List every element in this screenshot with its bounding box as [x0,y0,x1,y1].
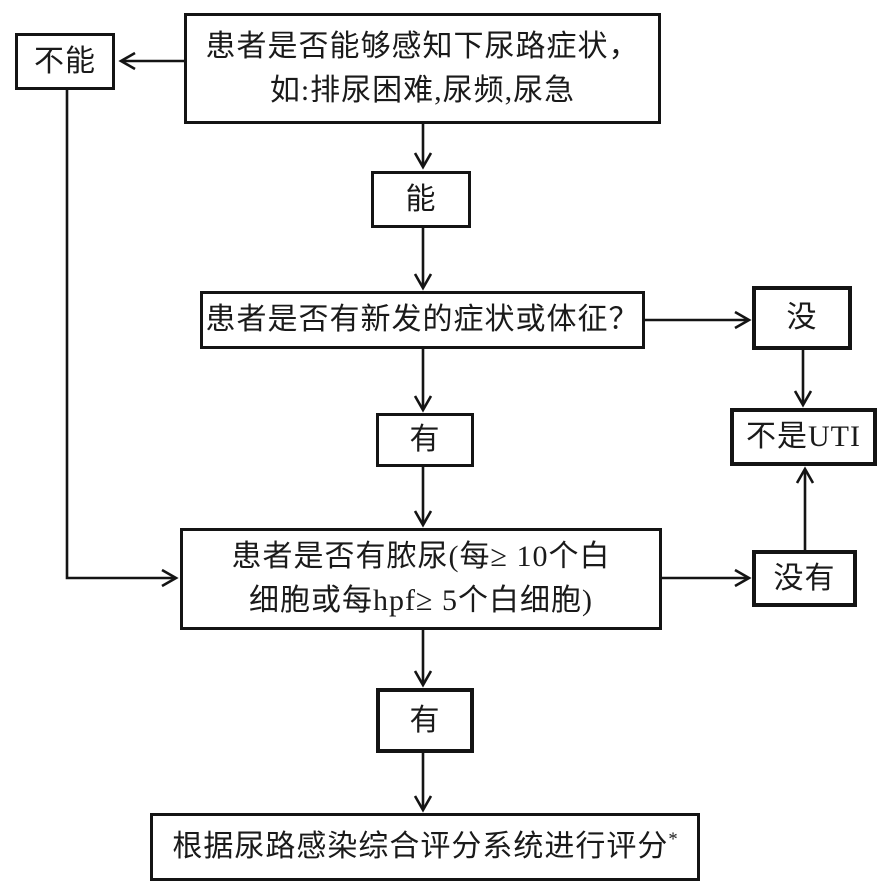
node-has-pyuria: 有 [376,688,474,753]
node-not-uti: 不是UTI [730,408,877,466]
node-no-new-symptoms: 没 [752,286,852,350]
node-text-line: 不是UTI [746,420,861,453]
edge-cannot-to-q3 [65,90,179,588]
node-text-line: 能 [405,182,437,216]
result-label: 根据尿路感染综合评分系统进行评分 [172,830,669,863]
node-text-line: 有 [409,703,441,737]
result-footnote-asterisk: * [668,829,678,850]
node-can: 能 [371,171,471,228]
node-question-pyuria: 患者是否有脓尿(每≥ 10个白 细胞或每hpf≥ 5个白细胞) [180,528,662,630]
node-text-line: 没有 [773,561,836,595]
node-text-line: 不能 [34,44,96,78]
node-text-line: 患者是否能够感知下尿路症状， [205,29,640,63]
node-question-perceive-lower-urinary-symptoms: 患者是否能够感知下尿路症状， 如:排尿困难,尿频,尿急 [184,13,661,124]
node-text-line: 根据尿路感染综合评分系统进行评分* [172,825,677,869]
node-text-line: 有 [409,423,441,456]
node-text-line: 细胞或每hpf≥ 5个白细胞) [249,584,593,617]
node-text-line: 没 [786,301,818,334]
node-text-line: 患者是否有脓尿(每≥ 10个白 [231,540,611,573]
node-has-new-symptoms: 有 [376,413,474,467]
node-text-line: 患者是否有新发的症状或体征？ [205,303,640,336]
node-text-line: 如:排尿困难,尿频,尿急 [269,73,576,107]
node-result-scoring-system: 根据尿路感染综合评分系统进行评分* [150,813,700,881]
node-no-pyuria: 没有 [752,550,857,607]
node-cannot: 不能 [15,33,115,90]
node-question-new-symptoms-or-signs: 患者是否有新发的症状或体征？ [200,291,645,349]
